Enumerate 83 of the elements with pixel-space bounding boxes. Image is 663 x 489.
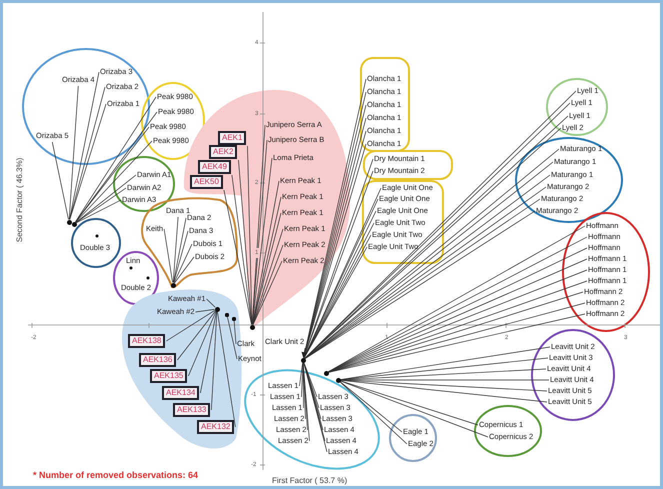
leader-line — [340, 358, 548, 380]
data-point — [72, 222, 76, 226]
leader-line — [232, 174, 252, 325]
cluster-ellipse — [515, 137, 623, 223]
leader-line — [75, 126, 150, 222]
leader-line — [76, 174, 136, 223]
data-point — [232, 317, 236, 321]
leader-line — [217, 311, 236, 428]
sample-label: AEK133 — [173, 403, 210, 417]
leader-line — [252, 228, 284, 325]
leader-line — [173, 230, 188, 283]
leader-line — [174, 256, 194, 284]
data-point — [214, 306, 220, 312]
cluster-ellipse — [546, 78, 608, 136]
cluster-ellipse — [22, 48, 150, 165]
leader-line — [76, 188, 126, 223]
cluster-ellipse — [113, 251, 159, 305]
data-point — [225, 313, 229, 317]
leader-line — [200, 311, 217, 394]
leader-line — [206, 298, 216, 308]
leader-line — [211, 311, 218, 410]
sample-label: AEK1 — [218, 131, 246, 145]
cluster-ellipse — [531, 329, 615, 421]
leader-line — [252, 180, 280, 325]
leader-line — [174, 244, 192, 284]
data-point — [170, 282, 176, 288]
leader-line — [227, 316, 238, 360]
leader-line — [340, 381, 402, 432]
sample-label: AEK136 — [139, 353, 176, 367]
sample-label: AEK2 — [209, 145, 238, 159]
leader-line — [303, 362, 328, 452]
leader-line — [303, 362, 326, 442]
leader-line — [303, 362, 320, 408]
data-point — [336, 378, 340, 382]
leader-line — [164, 228, 173, 283]
leader-line — [166, 310, 216, 342]
leader-line — [299, 362, 304, 386]
sample-label: AEK49 — [198, 160, 231, 174]
leader-line — [252, 260, 282, 326]
leader-line — [52, 142, 69, 220]
data-point — [324, 370, 328, 376]
leader-line — [173, 218, 186, 283]
axis-title: First Factor ( 53.7 %) — [272, 476, 348, 486]
sample-label: AEK134 — [162, 386, 200, 400]
leader-line — [303, 362, 324, 430]
cluster-ellipse — [389, 414, 437, 462]
axis-title: Second Factor ( 46.3%) — [15, 158, 25, 242]
leader-line — [177, 310, 216, 360]
data-point — [66, 220, 72, 224]
leader-line — [68, 86, 79, 220]
leader-line — [234, 320, 236, 344]
leader-line — [76, 200, 122, 224]
leader-line — [252, 244, 284, 326]
leader-line — [340, 380, 488, 438]
leader-line — [172, 216, 178, 283]
cluster-outline — [360, 57, 410, 152]
leader-line — [238, 160, 252, 325]
sample-label: AEK135 — [150, 369, 188, 383]
leader-line — [339, 381, 408, 444]
leader-line — [224, 190, 252, 325]
leader-line — [304, 362, 318, 398]
leader-line — [340, 380, 548, 402]
cluster-ellipse — [474, 405, 542, 457]
data-point — [300, 358, 306, 362]
cluster-outline — [363, 150, 453, 180]
leader-line — [328, 314, 586, 373]
arrow — [301, 348, 308, 358]
leader-line — [340, 380, 478, 426]
leader-line — [69, 72, 100, 220]
leader-line — [195, 309, 215, 312]
sample-label: AEK132 — [197, 420, 234, 434]
leader-line — [75, 140, 152, 223]
leader-line — [188, 310, 216, 376]
sample-label: AEK138 — [128, 334, 166, 348]
sample-label: AEK50 — [190, 175, 223, 189]
cluster-ellipse — [244, 369, 380, 470]
leader-line — [252, 158, 272, 325]
leader-line — [340, 346, 550, 380]
cluster-ellipse — [71, 218, 121, 268]
data-point — [250, 324, 254, 330]
footnote: * Number of removed observations: 64 — [33, 470, 198, 480]
cluster-outline — [362, 180, 444, 264]
leader-line — [302, 362, 310, 442]
